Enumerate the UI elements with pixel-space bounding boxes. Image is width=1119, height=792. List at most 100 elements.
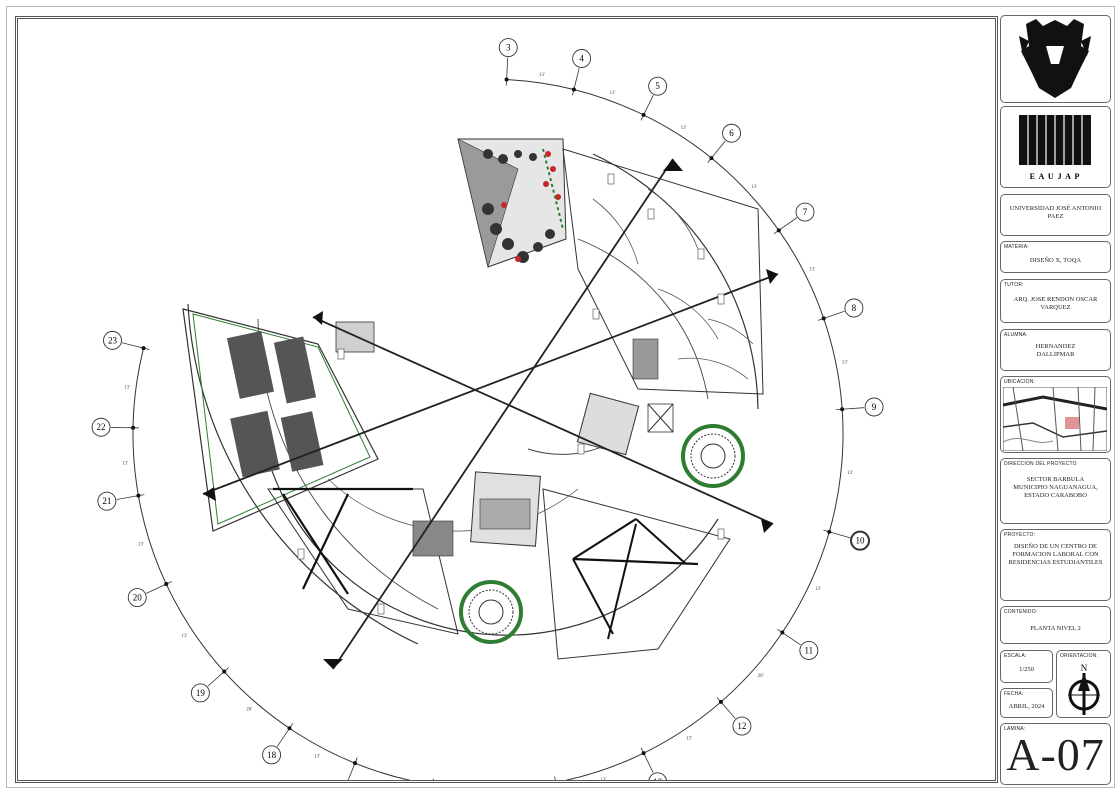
grid-label: 11 [805, 645, 814, 655]
grid-label: 19 [196, 688, 206, 698]
span-label: 13' [847, 471, 853, 476]
grid-bubble [498, 38, 518, 57]
span-label: 13' [138, 542, 144, 547]
grid-bubble [103, 330, 122, 350]
grid-label: 12 [737, 721, 746, 731]
grid-bubble [648, 76, 668, 96]
eaujap-logo: E A U J A P [1019, 115, 1091, 181]
tutor-value: ARQ. JOSE RENDON OSCAR VARQUEZ [1013, 296, 1098, 311]
crest-logo-box [1000, 15, 1111, 103]
contenido-value: PLANTA NIVEL 2 [1030, 625, 1081, 632]
span-label: 13' [751, 185, 757, 190]
grid-label: 21 [102, 496, 111, 506]
span-label: 13' [686, 737, 692, 742]
span-label: 13' [681, 126, 687, 131]
grid-node [840, 407, 845, 412]
location-map [1003, 387, 1107, 451]
proyecto-box: PROYECTO: DISEÑO DE UN CENTRO DE FORMACI… [1000, 529, 1111, 601]
grid-tick [554, 776, 558, 792]
grid-bubble [190, 683, 210, 703]
grid-bubble [91, 417, 111, 437]
proyecto-label: PROYECTO: [1004, 532, 1036, 538]
span-label: 13' [610, 91, 616, 96]
contenido-box: CONTENIDO: PLANTA NIVEL 2 [1000, 606, 1111, 644]
ne-wing [562, 148, 764, 395]
span-label: 13' [182, 634, 188, 639]
north-arrow-icon: N [1068, 663, 1100, 715]
direccion-label: DIRECCION DEL PROYECTO [1004, 461, 1077, 467]
grid-node [709, 156, 714, 161]
direccion-box: DIRECCION DEL PROYECTO SECTOR BARBULA MU… [1000, 458, 1111, 524]
dimension-arc [132, 78, 844, 790]
grid-label: 10 [856, 536, 866, 546]
span-label: 13' [314, 754, 320, 759]
grid-label: 18 [267, 750, 277, 760]
span-label: 20' [758, 674, 764, 679]
materia-box: MATERIA: DISEÑO X, TOQA [1000, 241, 1111, 273]
core-east [576, 392, 640, 456]
grid-node [776, 228, 781, 233]
grid-node [504, 77, 509, 82]
orientacion-box: ORIENTACION: N [1056, 650, 1111, 718]
grid-bubble [97, 491, 117, 511]
contenido-label: CONTENIDO: [1004, 609, 1038, 615]
grid-node [141, 346, 146, 351]
lamina-label: LAMINA: [1004, 726, 1026, 732]
eaujap-logo-text: E A U J A P [1030, 172, 1081, 181]
grid-node [131, 425, 136, 430]
stage-box [335, 321, 375, 353]
grid-node [641, 112, 646, 117]
grid-node [641, 751, 646, 756]
span-label: 13' [539, 73, 545, 78]
grid-node [164, 582, 169, 587]
outer-facade [187, 303, 419, 645]
ring-arc-mid [577, 238, 709, 400]
grid-bubble [732, 716, 752, 736]
span-label: 13' [124, 385, 130, 390]
grid-node [287, 726, 292, 731]
se-wing [542, 488, 731, 660]
grid-bubble [799, 640, 819, 660]
grid-bubble [795, 202, 815, 222]
university-crest-logo [1019, 19, 1091, 98]
auditorium-seating [226, 330, 324, 478]
span-label: 20' [246, 708, 252, 713]
span-label: 13' [122, 462, 128, 467]
grid-node [353, 761, 358, 766]
university-name: UNIVERSIDAD JOSÉ ANTONIO PAEZ [1009, 205, 1102, 220]
grid-node [571, 87, 576, 92]
sheet-border [6, 6, 1115, 788]
grid-node [136, 493, 141, 498]
grid-label: 22 [97, 422, 106, 432]
ubicacion-label: UBICACION: [1004, 379, 1036, 385]
grid-label: 4 [579, 53, 584, 63]
tutor-label: TUTOR: [1004, 282, 1024, 288]
escala-value: 1/250 [1019, 666, 1034, 673]
grid-label: 5 [655, 81, 660, 91]
sheet-number: A-07 [1006, 729, 1105, 780]
grid-bubble [844, 298, 864, 318]
grid-tick [430, 778, 434, 792]
spiral-stair-east [681, 424, 745, 488]
materia-label: MATERIA: [1004, 244, 1029, 250]
span-label: 13' [842, 360, 848, 365]
university-box: UNIVERSIDAD JOSÉ ANTONIO PAEZ [1000, 194, 1111, 236]
fecha-label: FECHA: [1004, 691, 1024, 697]
grid-label: 9 [872, 402, 877, 412]
grid-label: 20 [133, 593, 143, 603]
materia-value: DISEÑO X, TOQA [1029, 257, 1082, 264]
grid-label: 13 [653, 777, 663, 780]
alumna-value: HERNANDEZ DALLIPMAR [1035, 343, 1076, 358]
direccion-value: SECTOR BARBULA MUNICIPIO NAGUANAGUA, EST… [1013, 476, 1098, 499]
orientacion-label: ORIENTACION: [1060, 653, 1099, 659]
floor-plan: 313'413'513'613'713'813'913'1013'1120'12… [91, 38, 884, 792]
grid-label: 7 [803, 207, 808, 217]
escala-box: ESCALA: 1/250 [1000, 650, 1053, 683]
grid-bubble [864, 397, 884, 417]
south-wing-arc [267, 458, 719, 636]
eaujap-logo-box: E A U J A P [1000, 106, 1111, 188]
grid-bubble [572, 49, 592, 68]
grid-node [780, 630, 785, 635]
ubicacion-box: UBICACION: [1000, 376, 1111, 453]
ring-arc-outer [592, 153, 759, 410]
